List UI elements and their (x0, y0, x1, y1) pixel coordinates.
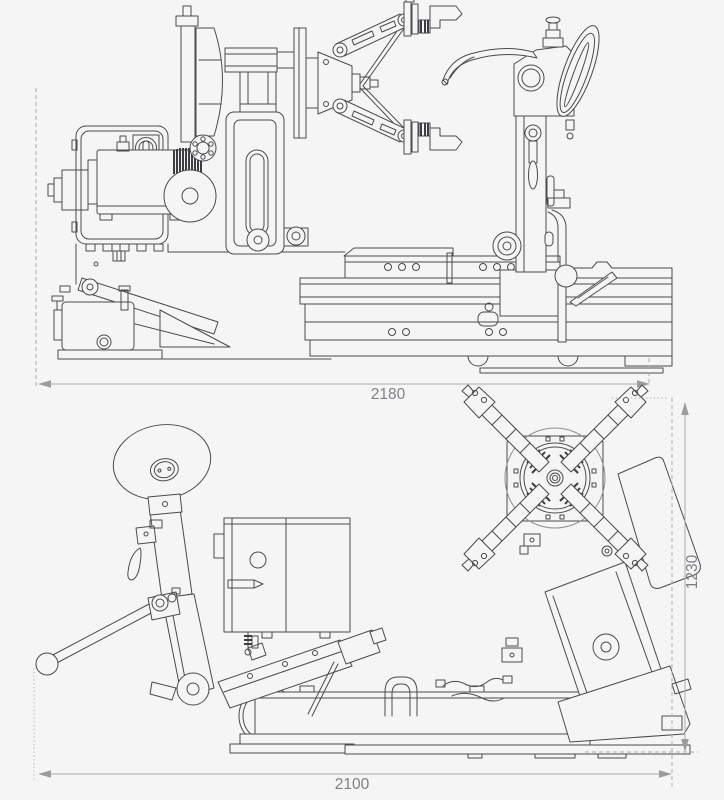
tub-handle-and-hoses (384, 637, 523, 717)
upper-clamp (403, 0, 463, 37)
gearbox-column (163, 5, 223, 223)
dimension-1230: 1230 (585, 397, 701, 753)
side-view-drawing: 2180 (35, 0, 673, 403)
dimension-width-side: 2180 (371, 386, 406, 403)
bead-hook-tool (441, 47, 538, 86)
disc-and-control-column (35, 424, 215, 706)
chuck-arms (461, 384, 649, 572)
control-handle (35, 587, 181, 676)
base-platform (229, 685, 691, 759)
disc (112, 424, 212, 500)
machine-bed (299, 247, 673, 374)
bead-breaker-arm (217, 627, 387, 717)
rail-bolts (384, 263, 515, 336)
tilted-column (544, 456, 701, 743)
dimension-width-front: 2100 (335, 776, 370, 793)
front-view-drawing: 2100 1230 (33, 384, 701, 793)
drum-bolts (513, 436, 597, 520)
tool-arm-assembly (441, 16, 600, 343)
chuck-front-view (461, 384, 649, 572)
chassis-and-hydraulic-unit (51, 243, 346, 360)
chuck-side-view (224, 0, 463, 155)
front-cabinet (213, 517, 351, 656)
dimension-2180: 2180 (35, 88, 650, 403)
dimension-2100: 2100 (33, 398, 673, 793)
dimension-height-front: 1230 (684, 554, 701, 589)
lower-clamp (403, 119, 463, 155)
mounting-disc (556, 25, 600, 117)
t-handle (524, 124, 555, 207)
chuck-support-column (225, 71, 309, 255)
